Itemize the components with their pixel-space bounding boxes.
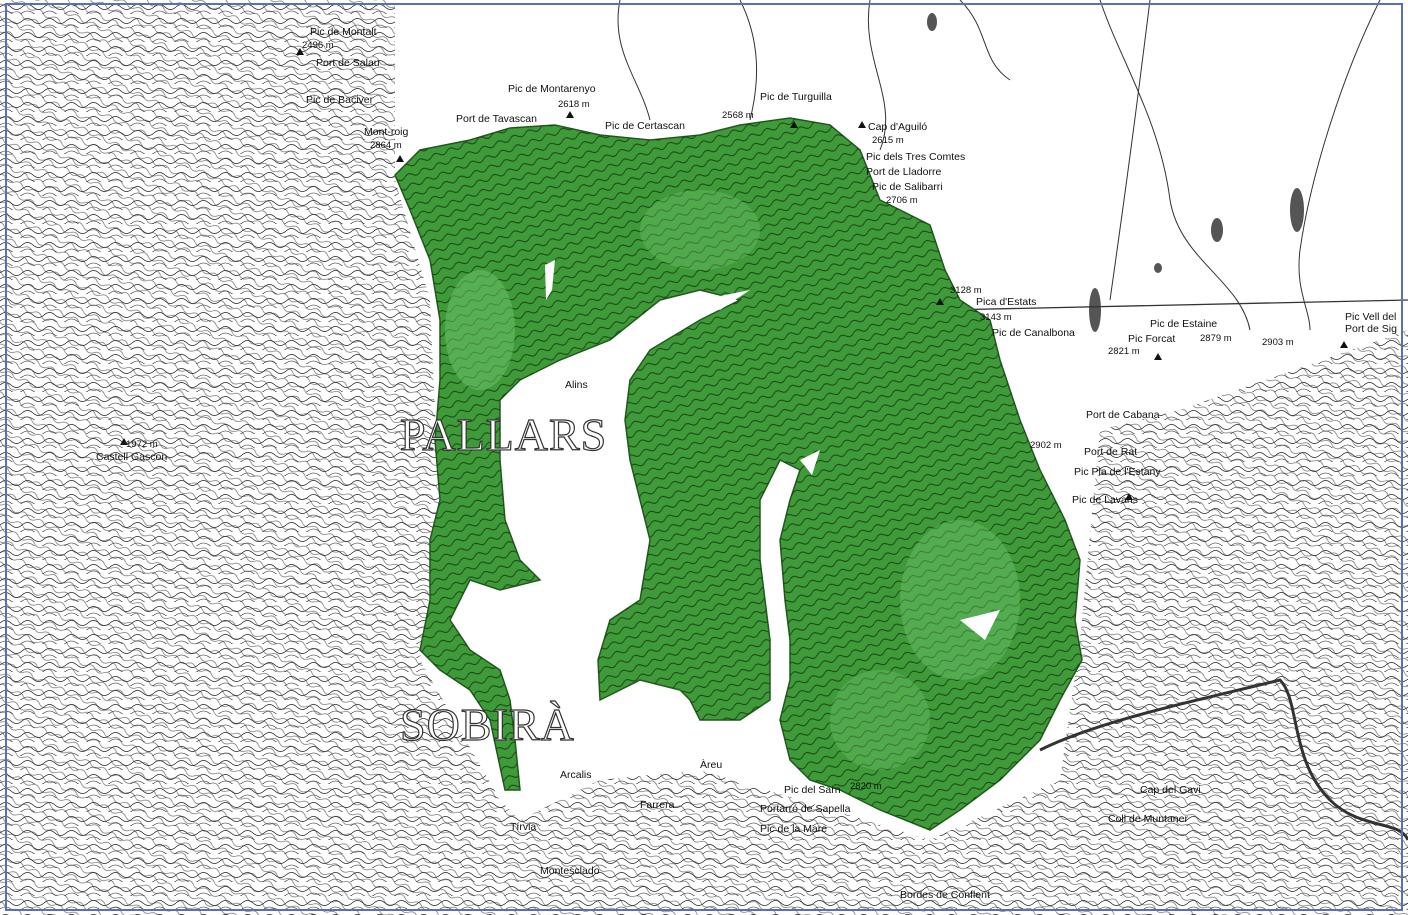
national-border (944, 299, 1408, 311)
lake-1 (1290, 188, 1304, 232)
peak-label: Cap del Gavi (1140, 784, 1201, 796)
peak-label: Pic Forcat (1128, 333, 1175, 345)
clearing-1 (545, 260, 555, 300)
peak-label: Port de Rat (1084, 446, 1137, 458)
peak-label: Port de Tavascan (456, 113, 537, 125)
spot-height: 2902 m (1030, 440, 1062, 451)
river-5 (739, 0, 758, 121)
peak-label: Pic de Estaine (1150, 318, 1217, 330)
peak-label: Àreu (700, 758, 722, 771)
road (1039, 678, 1408, 841)
clearing-4 (800, 450, 820, 475)
peak-label: Farrera (640, 799, 675, 811)
peak-elev: 2615 m (872, 135, 904, 146)
peak-label: Port de Cabana (1086, 409, 1160, 421)
river-4 (867, 0, 887, 151)
spot-height: 2903 m (1262, 337, 1294, 348)
map-frame (5, 3, 1403, 911)
peak-label: Pic de la Mare (760, 823, 827, 835)
peak-label: Pic de Salibarri (872, 181, 943, 193)
peak-label: Pic de Certascan (605, 120, 685, 132)
peak-elev: 2821 m (1108, 346, 1140, 357)
peak-label: Montesclado (540, 865, 600, 877)
peak-elev: 2706 m (886, 195, 918, 206)
peak-label: Port de Sig (1345, 323, 1397, 335)
peak-label: Pic Pla de l'Estany (1074, 466, 1161, 478)
lake-2 (1211, 218, 1223, 242)
peak-elev: 2618 m (558, 99, 590, 110)
forest-light-4 (830, 670, 930, 770)
peak-label: Pic de Turguilla (760, 91, 832, 103)
lake-5 (1154, 263, 1162, 273)
peak-label: Pic dels Tres Comtes (866, 151, 965, 163)
peak-label: Bordes de Conflent (900, 889, 990, 901)
protected-area-texture (395, 118, 1082, 830)
spot-height: 3128 m (950, 285, 982, 296)
peak-elev: 2568 m (722, 110, 754, 121)
peak-elev: 2864 m (370, 140, 402, 151)
peak-label: Alins (565, 379, 588, 391)
peak-markers (120, 48, 1348, 500)
peak-label: Pica d'Estats (976, 296, 1036, 308)
peak-elev: 2879 m (1200, 333, 1232, 344)
peak-label: Pic de Montarenyo (508, 83, 596, 95)
forest-light-2 (900, 520, 1020, 680)
clearing-2 (700, 290, 750, 310)
peak-label: Arcalis (560, 769, 592, 781)
river-7 (959, 0, 1011, 81)
peak-label: Pic de Canalbona (992, 327, 1075, 339)
river-3 (1298, 0, 1381, 331)
lake-4 (927, 13, 937, 31)
peak-label: Mont-roig (364, 126, 409, 138)
peak-label: Pic Vell del (1345, 311, 1396, 323)
peak-label: Port de Lladorre (866, 166, 941, 178)
river-1 (1109, 0, 1151, 301)
spot-height: 1972 m (126, 439, 158, 450)
spot-height: 2820 m (850, 781, 882, 792)
region-pallars: PALLARS (400, 409, 607, 460)
lake-3 (1089, 288, 1101, 332)
forest-light-1 (445, 270, 515, 390)
clearing-3 (960, 610, 1000, 640)
peak-label: Cap d'Aguiló (868, 121, 927, 133)
peak-elev: 2496 m (302, 40, 334, 51)
river-2 (1099, 0, 1251, 331)
peak-label: Pic de Baciver (306, 94, 374, 106)
peak-label: Pic del Sarn (784, 784, 841, 796)
peak-label: Pic de Montalt (310, 26, 377, 38)
peak-label: Portarró de Sapella (760, 803, 851, 815)
peak-label: Castell Gascon (96, 451, 167, 463)
region-sobira: SOBIRÀ (400, 699, 575, 750)
peak-label: Coll de Muntaner (1108, 813, 1188, 825)
peak-labels: Pic de Montalt 2496 m Port de Salau Pic … (96, 26, 1397, 901)
forest-light-3 (640, 190, 760, 270)
peak-label: Pic de Lavans (1072, 494, 1138, 506)
river-6 (617, 0, 651, 121)
peak-label: Port de Salau (316, 57, 380, 69)
peak-label: Tírvia (510, 821, 536, 833)
peak-elev: 3143 m (980, 312, 1012, 323)
